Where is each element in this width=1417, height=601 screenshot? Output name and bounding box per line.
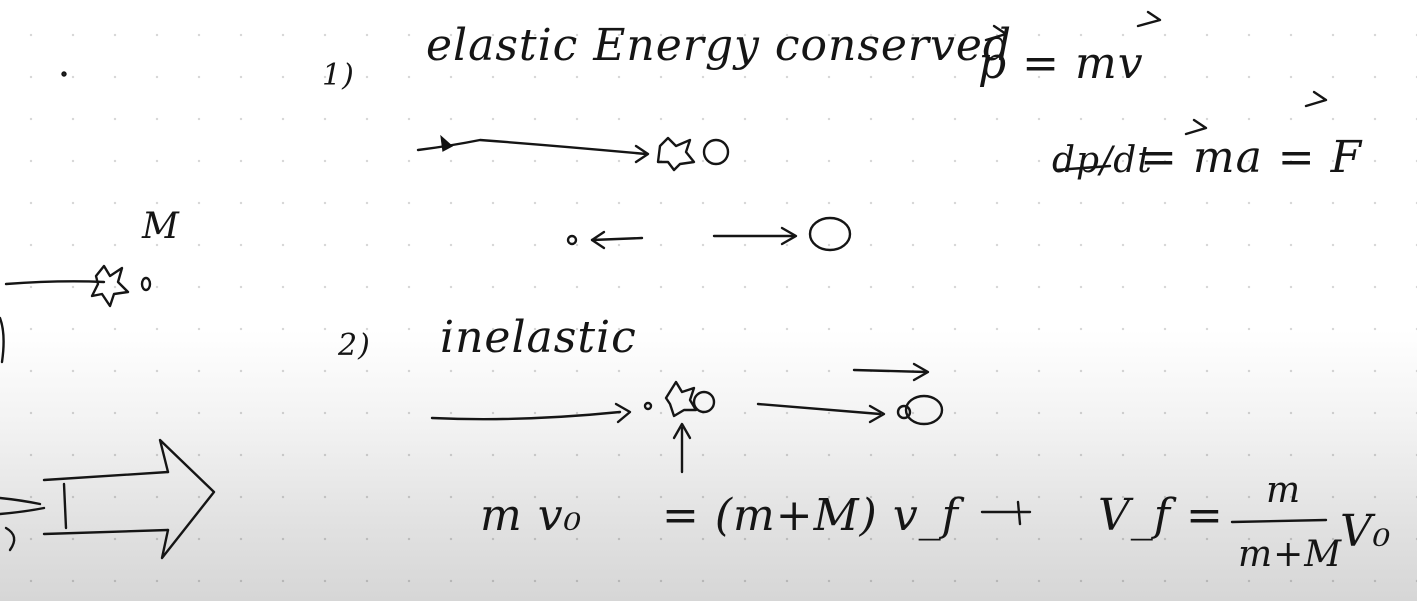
elastic-target-ball (702, 138, 730, 166)
vector-arrow-p (984, 24, 1008, 42)
left-collision-burst-icon (90, 264, 130, 308)
inelastic-combined-arrow-head (868, 404, 886, 424)
inelastic-arrow-head (614, 402, 632, 424)
final-fraction-bar (1230, 518, 1328, 524)
inelastic-pointer-head (672, 422, 692, 440)
left-small-mass (140, 276, 152, 292)
inelastic-target-ball (692, 390, 716, 414)
item-2-number: 2) (338, 328, 371, 363)
left-edge-curve (0, 316, 5, 364)
inelastic-velocity-arrow (852, 368, 928, 374)
implies-arrow-mark (1016, 500, 1022, 526)
big-arrow-tail-3 (4, 526, 16, 552)
item-1-number: 1) (322, 58, 355, 93)
elastic-left-arrow (590, 236, 644, 242)
force-rhs: = ma = F (1140, 132, 1363, 183)
big-arrow-bottom (42, 528, 170, 536)
elastic-left-arrow-head (590, 230, 606, 250)
inelastic-combined-big (904, 394, 944, 426)
vector-arrow-a (1184, 118, 1208, 136)
elastic-arrow-head (634, 144, 650, 164)
inelastic-velocity-arrow-head (912, 362, 930, 382)
inelastic-collision-burst-icon (664, 380, 698, 418)
elastic-incoming-arrow (416, 138, 648, 156)
inelastic-combined-arrow (756, 402, 882, 416)
final-velocity-numerator: m (1266, 470, 1302, 511)
inelastic-small-ball (643, 401, 653, 411)
momentum-eq-rhs: = (m+M) v_f (662, 490, 959, 541)
vector-arrow-v (1136, 10, 1162, 28)
force-lhs-dp-dt: dp/dt (1052, 140, 1153, 181)
final-velocity-lhs: V_f = (1098, 490, 1224, 541)
inelastic-incoming-arrow (430, 410, 622, 421)
big-arrow-head-icon (158, 438, 216, 560)
big-arrow-inner (62, 482, 68, 530)
elastic-collision-burst-icon (656, 136, 696, 172)
item-2-heading: inelastic (440, 312, 637, 363)
big-arrow-top (42, 470, 170, 482)
stray-dot (61, 71, 67, 77)
mass-label-M: M (142, 206, 180, 247)
inelastic-combined-small (896, 404, 912, 420)
final-velocity-denominator: m+M (1238, 534, 1343, 575)
big-arrow-tail-1 (0, 496, 42, 506)
elastic-small-ball-after (566, 234, 578, 246)
vector-arrow-F (1304, 90, 1328, 108)
momentum-definition: p = mv (978, 38, 1144, 89)
final-velocity-tail: V₀ (1340, 506, 1392, 557)
elastic-big-ball-after (808, 216, 852, 252)
elastic-right-arrow-head (780, 226, 798, 246)
force-fraction-bar (1054, 164, 1112, 172)
item-1-heading: elastic Energy conserved (426, 20, 1013, 71)
momentum-eq-lhs: m v₀ (480, 490, 583, 541)
big-arrow-tail-2 (0, 506, 46, 516)
left-incoming-path (4, 280, 106, 286)
